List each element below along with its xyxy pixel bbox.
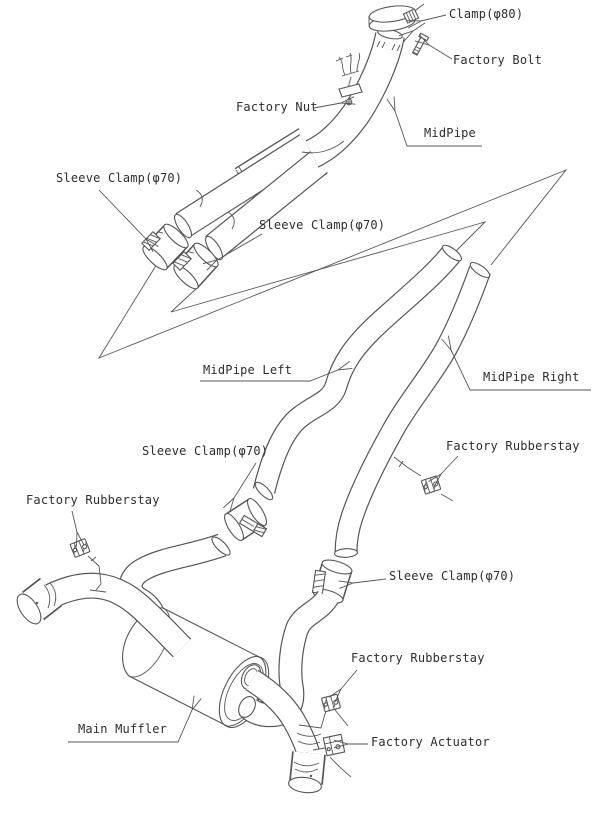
factory-nut-drawing (345, 98, 353, 106)
label-sleeve-clamp-rear: Sleeve Clamp(φ70) (389, 569, 516, 583)
tailpipe-right-drawing (240, 664, 326, 794)
label-factory-rubberstay-right: Factory Rubberstay (446, 439, 580, 453)
factory-rubberstay-left-drawing (69, 537, 107, 593)
factory-rubberstay-right-drawing (420, 475, 442, 495)
label-sleeve-clamp-mid: Sleeve Clamp(φ70) (142, 444, 269, 458)
muffler-rear-inlet-pipe-drawing (238, 589, 339, 728)
label-sleeve-clamp-front-left: Sleeve Clamp(φ70) (56, 171, 183, 185)
label-clamp-80: Clamp(φ80) (449, 7, 524, 21)
label-factory-nut: Factory Nut (236, 100, 318, 114)
label-factory-rubberstay-rear: Factory Rubberstay (351, 651, 485, 665)
label-midpipe: MidPipe (424, 126, 476, 140)
callout-pointer-lines (97, 168, 568, 359)
label-factory-rubberstay-left: Factory Rubberstay (26, 493, 160, 507)
factory-rubberstay-rear-drawing (298, 693, 349, 729)
label-midpipe-left: MidPipe Left (203, 363, 293, 377)
midpipe-front-assembly-drawing (173, 28, 405, 261)
sleeve-clamp-front-right-drawing (172, 242, 219, 290)
midpipe-left-drawing (252, 244, 463, 501)
label-factory-actuator: Factory Actuator (371, 735, 490, 749)
leader-lines (68, 14, 591, 744)
midpipe-right-drawing (333, 261, 491, 558)
label-factory-bolt: Factory Bolt (453, 53, 543, 67)
sleeve-clamp-mid-drawing (224, 497, 268, 542)
label-main-muffler: Main Muffler (78, 722, 168, 736)
clamp-80-drawing (368, 3, 425, 32)
label-midpipe-right: MidPipe Right (483, 370, 580, 384)
sleeve-clamp-front-left-drawing (141, 223, 189, 271)
label-sleeve-clamp-front-right: Sleeve Clamp(φ70) (259, 218, 386, 232)
tailpipe-left-drawing (16, 572, 192, 658)
factory-bolt-drawing (411, 32, 430, 56)
